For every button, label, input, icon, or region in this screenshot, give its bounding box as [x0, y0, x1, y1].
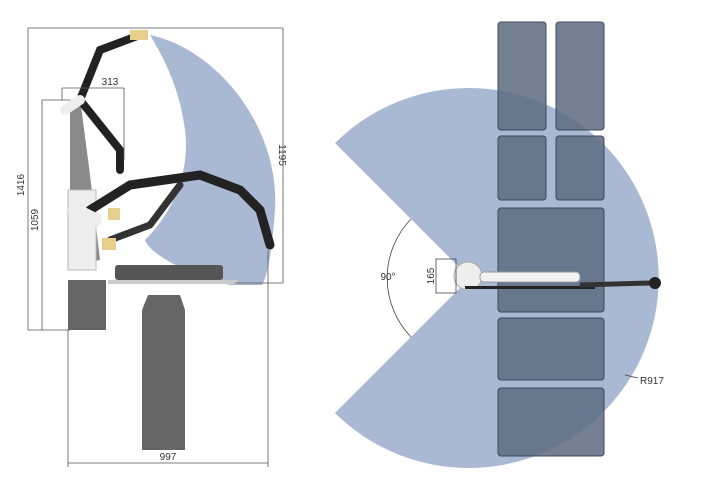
- dim-1195: 1195: [276, 144, 287, 166]
- robot-arm-raised: [60, 30, 148, 174]
- dim-313: 313: [102, 77, 119, 88]
- robot-arm-extended: [68, 170, 275, 250]
- table-rail: [108, 280, 238, 284]
- top-view: 90° 165 R917: [335, 21, 664, 469]
- side-view: 1416 1059 313 1195 997: [16, 27, 287, 467]
- column-post: [67, 189, 97, 271]
- pedestal: [142, 295, 185, 450]
- dim-165: 165: [426, 267, 437, 284]
- dim-997: 997: [160, 452, 177, 463]
- dimension-lines-side: [27, 27, 284, 467]
- dim-90-deg: 90°: [380, 272, 395, 283]
- robot-arm-top: [453, 261, 661, 291]
- dim-r917: R917: [640, 376, 664, 387]
- table-top: [115, 265, 223, 280]
- dimension-lines-top: [386, 218, 639, 379]
- column-base: [68, 280, 106, 330]
- dim-1416: 1416: [16, 173, 27, 196]
- dim-1059: 1059: [30, 208, 41, 231]
- reach-area-side: [145, 35, 276, 285]
- table-pads: [497, 21, 605, 457]
